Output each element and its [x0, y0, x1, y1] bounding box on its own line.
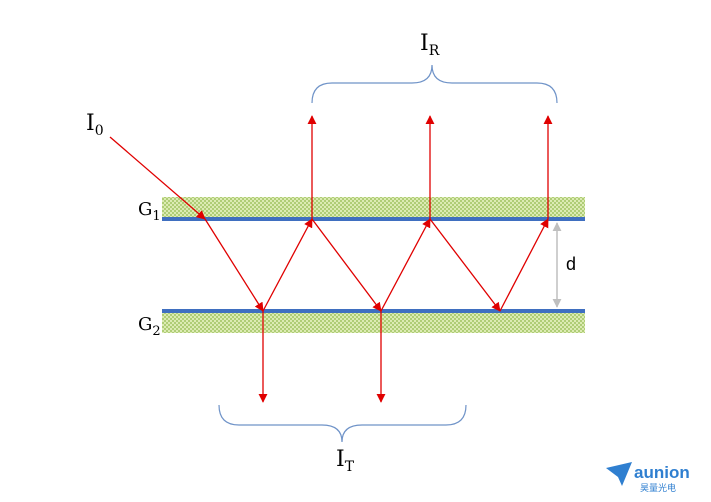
- transmitted-brace: [218, 404, 467, 443]
- reflected-rays: [307, 115, 553, 219]
- surface-g2-label: G2: [138, 314, 161, 339]
- internal-ray: [429, 218, 501, 312]
- internal-rays: [204, 218, 549, 312]
- reflected-brace: [311, 64, 558, 104]
- internal-ray: [380, 218, 431, 312]
- top-plate-layer: [162, 197, 585, 219]
- internal-ray: [311, 218, 382, 312]
- internal-ray: [262, 218, 313, 312]
- aunion-logo: aunion 昊量光电: [606, 462, 690, 493]
- logo-subtitle: 昊量光电: [640, 482, 676, 493]
- transmitted-label: IT: [336, 447, 355, 475]
- bottom-plate-layer: [162, 311, 585, 333]
- incident-label: I0: [86, 111, 104, 139]
- reflected-label: IR: [420, 31, 440, 59]
- surface-g1-label: G1: [138, 199, 161, 224]
- internal-ray: [499, 218, 549, 312]
- gap-label: d: [566, 254, 576, 274]
- incident-ray: [109, 136, 206, 220]
- logo-name: aunion: [634, 463, 690, 482]
- paper-plane-icon: [606, 462, 632, 486]
- internal-ray: [204, 218, 264, 312]
- transmitted-rays: [258, 311, 386, 403]
